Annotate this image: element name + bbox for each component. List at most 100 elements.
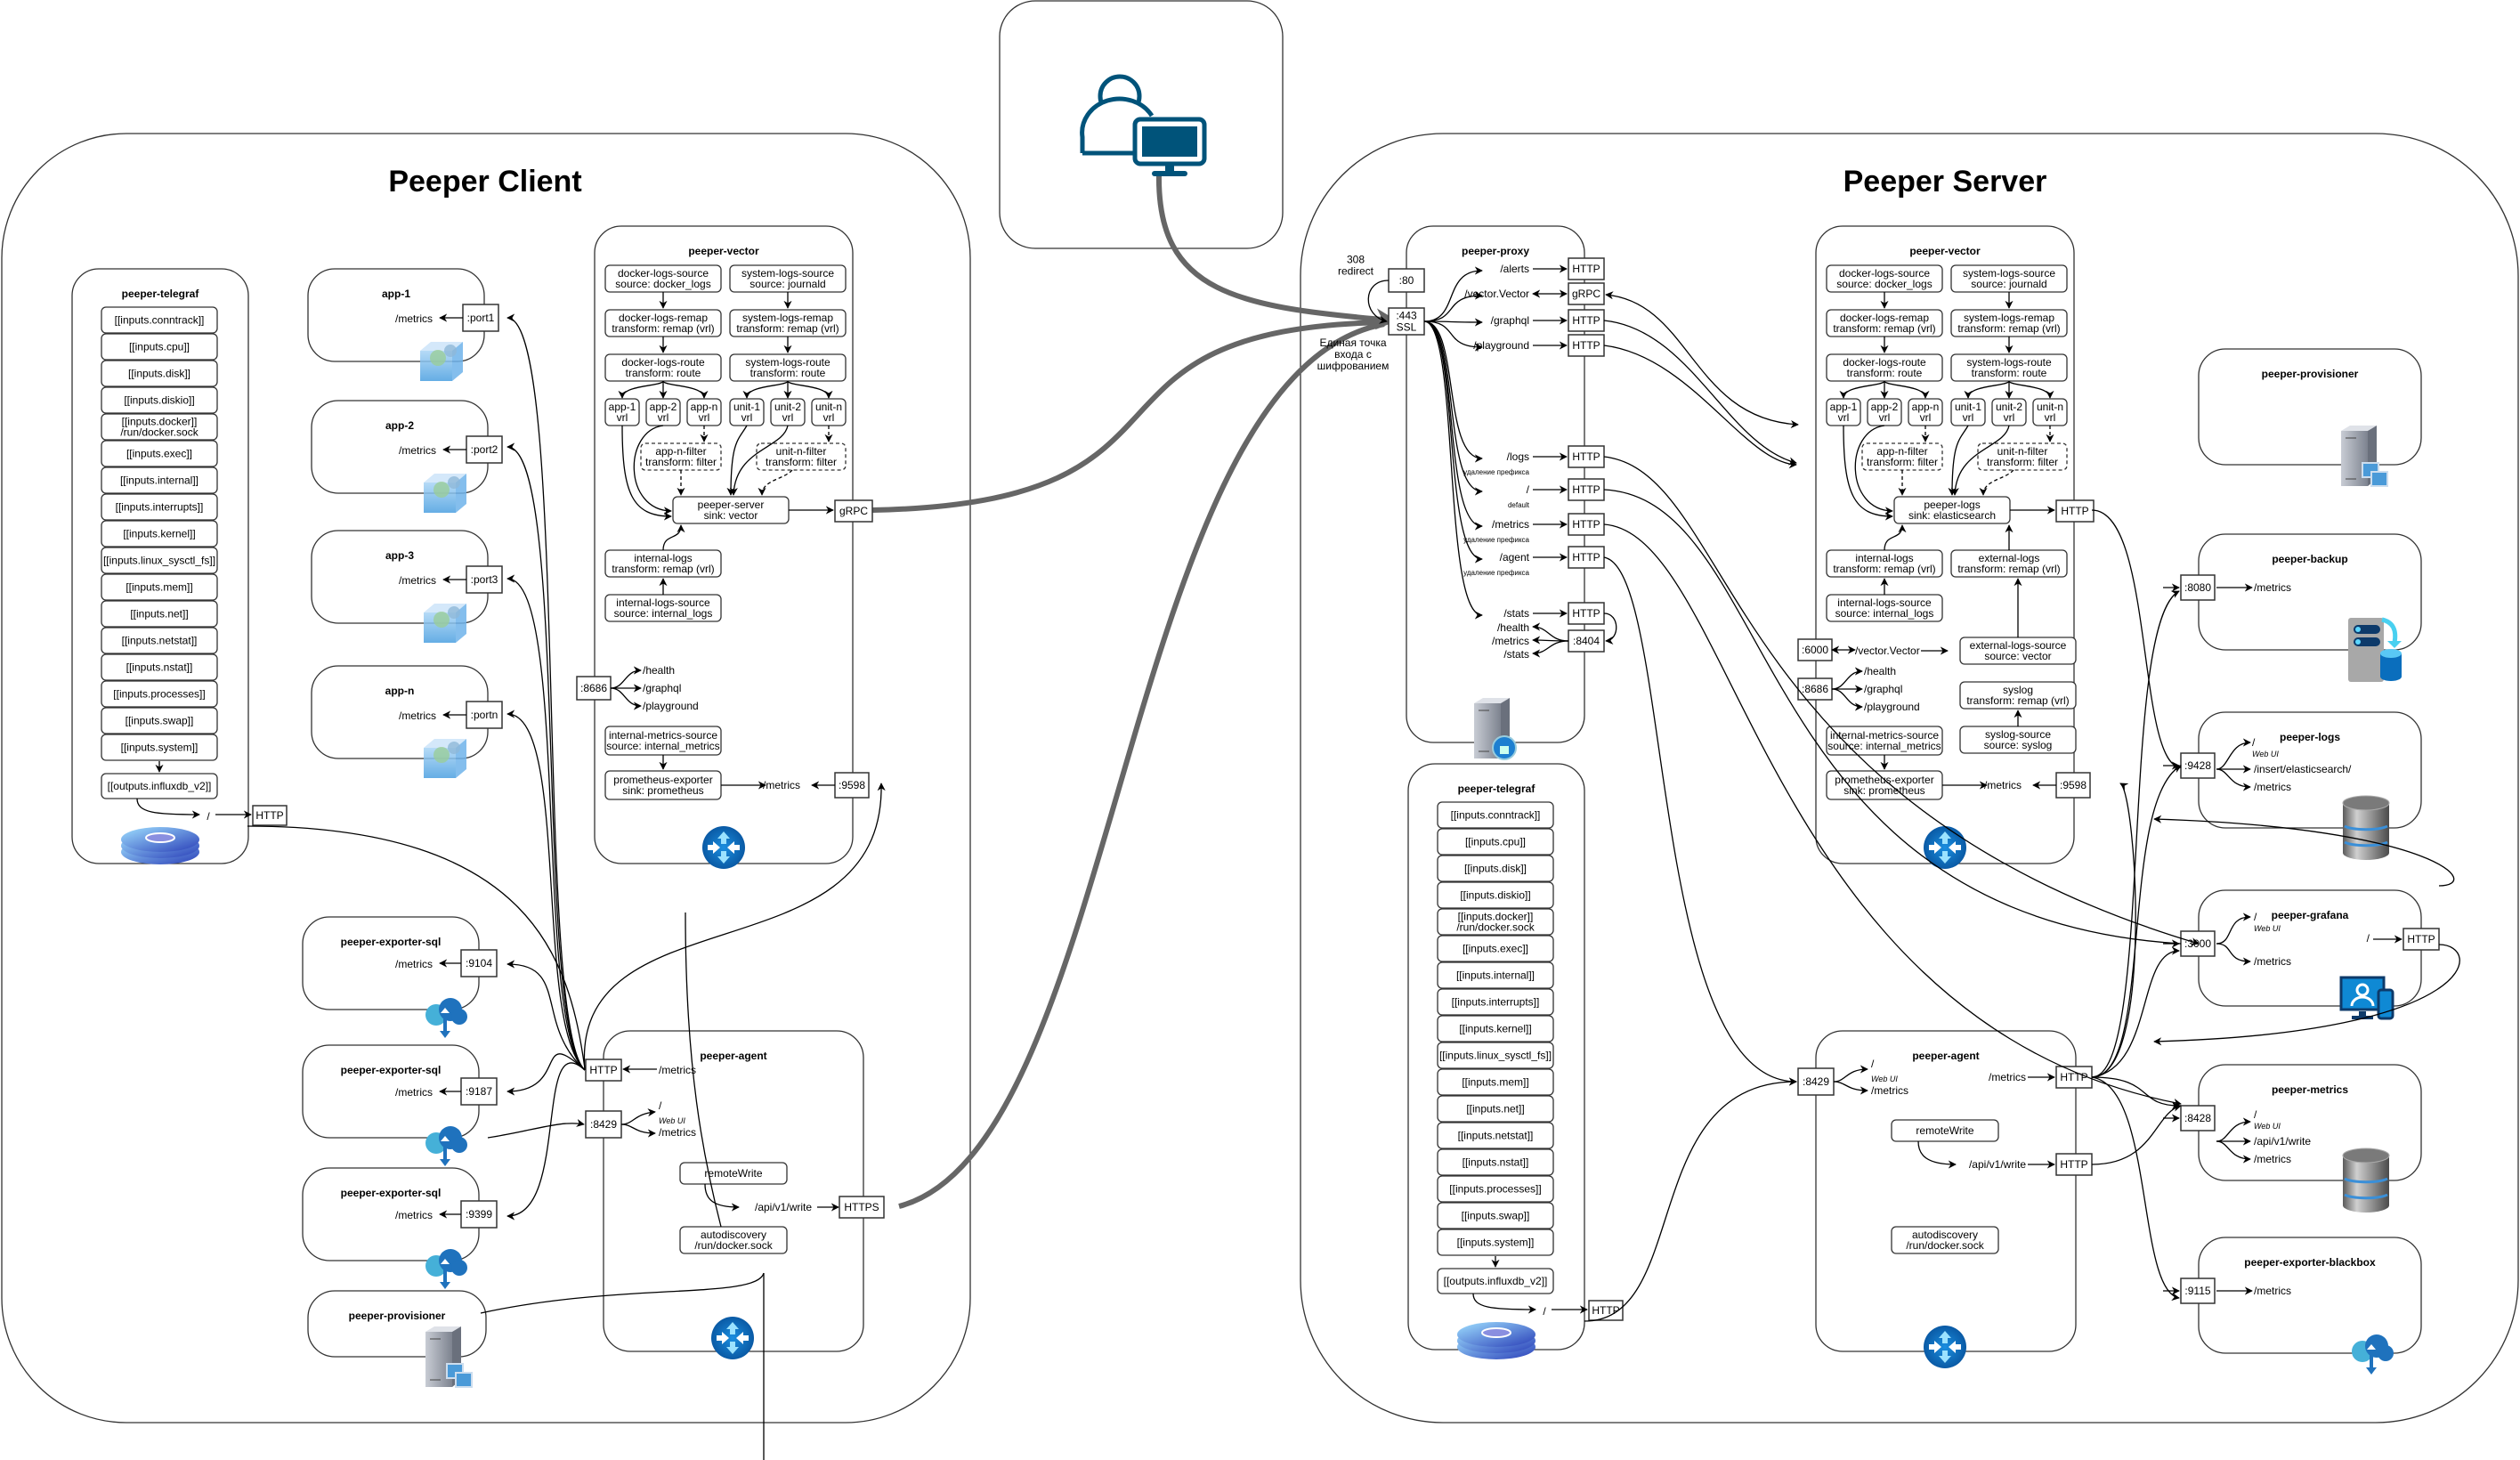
vector-to-logs-link — [2091, 509, 2182, 772]
vector-api-port: :8686 — [1797, 677, 1833, 701]
agent-http-port-label: HTTP — [2060, 1071, 2087, 1083]
proxy-route-port-label: HTTP — [1572, 263, 1600, 275]
proxy-route-port: HTTP — [1568, 309, 1605, 332]
telegraf-input-label: [[inputs.linux_sysctl_fs]] — [103, 555, 215, 567]
blackbox-title: peeper-exporter-blackbox — [2244, 1256, 2376, 1269]
blackbox-metrics: /metrics — [2254, 1285, 2291, 1297]
agent-ui-port: :8429 — [585, 1110, 622, 1139]
vector-sink-port-label: HTTP — [2061, 505, 2088, 517]
agent-remote-write-label: remoteWrite — [1916, 1124, 1973, 1137]
agent-to-vector-metrics-link — [583, 783, 886, 1071]
w — [1948, 425, 1969, 496]
telegraf-input-label: [[inputs.mem]] — [126, 581, 192, 594]
telegraf-http-port-label: HTTP — [255, 809, 283, 822]
scrape-link — [506, 442, 586, 1071]
proxy-route-path: /logs — [1507, 450, 1529, 463]
telegraf-input-label: [[inputs.docker]]/run/docker.sock — [1456, 911, 1535, 934]
proxy-route-port: HTTP — [1568, 602, 1605, 625]
w — [742, 380, 789, 399]
agent-to-backup-link — [2091, 590, 2180, 1078]
blackbox: peeper-exporter-blackbox — [2198, 1237, 2422, 1354]
backup-port-label: :8080 — [2184, 581, 2211, 594]
client-agent: peeper-agent — [603, 1030, 864, 1352]
agent-autodiscovery-label: autodiscovery/run/docker.sock — [694, 1229, 773, 1252]
w — [1603, 612, 1617, 645]
database-icon — [2342, 1148, 2390, 1213]
server-lock-icon — [1474, 698, 1517, 760]
telegraf-output-arrow — [1472, 1293, 1536, 1314]
agent-autodiscovery-label: autodiscovery/run/docker.sock — [1906, 1229, 1984, 1252]
app-metrics-endpoint: /metrics — [395, 312, 433, 325]
w — [1843, 425, 1893, 521]
w — [662, 524, 685, 551]
metrics-port-label: :8428 — [2184, 1112, 2211, 1124]
telegraf-input-label: [[inputs.net]] — [130, 608, 188, 620]
telegraf-input-label: [[inputs.cpu]] — [129, 341, 190, 353]
telegraf-input-label: [[inputs.disk]] — [1464, 863, 1527, 875]
proxy-route-link — [1423, 320, 1483, 463]
w — [1950, 425, 2010, 496]
telegraf-input: [[inputs.net]] — [101, 600, 218, 628]
telegraf-http-port: HTTP — [1588, 1300, 1624, 1321]
vector-sink-port: HTTP — [2055, 499, 2095, 523]
influxdb-disk-icon — [1457, 1322, 1535, 1359]
w — [2216, 943, 2251, 966]
w — [1831, 667, 1863, 690]
app-metrics-endpoint: /metrics — [399, 444, 436, 457]
app-metrics-endpoint: /metrics — [399, 710, 436, 722]
exporter-port: :9187 — [460, 1077, 498, 1106]
w — [2216, 738, 2251, 770]
telegraf-input: [[inputs.processes]] — [101, 680, 218, 708]
blackbox-port-label: :9115 — [2184, 1285, 2210, 1297]
proxy-route-note: удаление префикса — [1463, 468, 1529, 476]
proxy-route-port: HTTP — [1568, 478, 1605, 501]
scrape-link — [506, 960, 586, 1071]
telegraf-route: / — [1543, 1305, 1546, 1318]
agent-write-route: /api/v1/write — [1969, 1158, 2026, 1171]
agent-web-ui-note: Web UI — [659, 1116, 685, 1125]
proxy-route-path: /agent — [1500, 551, 1530, 564]
telegraf-to-agent-link — [247, 825, 586, 1069]
telegraf-input: [[inputs.interrupts]] — [101, 493, 218, 521]
telegraf-route: / — [207, 810, 210, 823]
w — [620, 1108, 656, 1125]
exporter-port: :9399 — [460, 1200, 498, 1229]
w — [620, 1123, 656, 1138]
w — [2216, 912, 2251, 945]
w — [2216, 768, 2251, 791]
proxy-route-path: /vector.Vector — [1464, 288, 1529, 300]
telegraf-input-label: [[inputs.swap]] — [126, 715, 194, 727]
proxy-route-note: удаление префикса — [1463, 569, 1529, 577]
telegraf-http-port-label: HTTP — [1592, 1304, 1619, 1317]
provisioner-link — [487, 1118, 585, 1139]
w — [1964, 380, 2010, 399]
redirect-arrow — [1367, 280, 1390, 324]
agent-ui-root: / — [1871, 1058, 1875, 1070]
telegraf-input: [[inputs.cpu]] — [101, 333, 218, 361]
proxy-route-path: /stats — [1503, 607, 1529, 620]
proxy-stats-route: /health — [1497, 621, 1529, 634]
telegraf-input: [[inputs.kernel]] — [1437, 1015, 1554, 1042]
telegraf-input: [[inputs.nstat]] — [101, 653, 218, 681]
w — [1884, 380, 1930, 399]
w — [610, 666, 642, 689]
vector-metrics-port-label: :9598 — [2060, 779, 2086, 791]
server-agent: peeper-agent — [1815, 1030, 2077, 1352]
proxy-playground-link — [1603, 345, 1797, 469]
